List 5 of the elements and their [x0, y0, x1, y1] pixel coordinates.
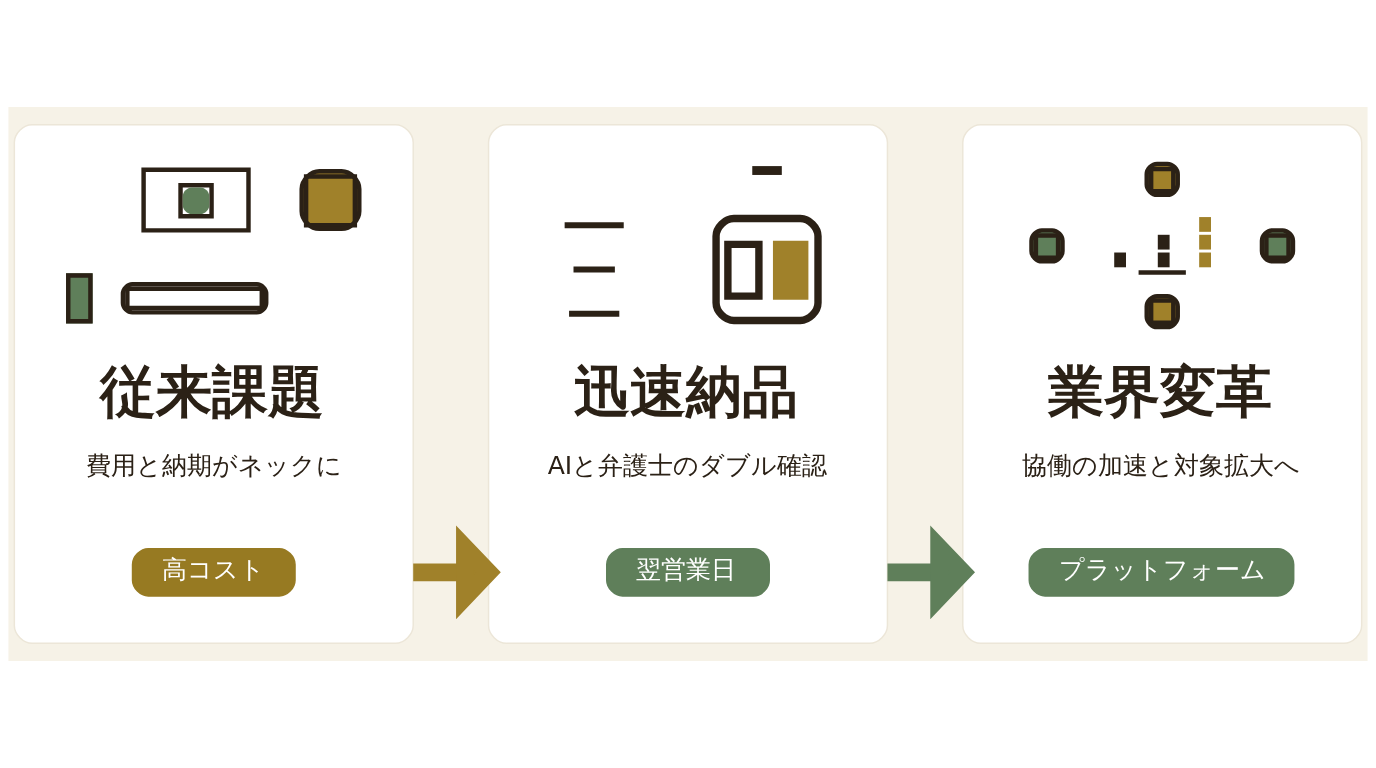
- arrow: [413, 525, 501, 620]
- arrow: [887, 525, 976, 620]
- node-box: プラットフォーム: [1028, 548, 1295, 597]
- node-box: 翌営業日: [606, 548, 770, 597]
- node-box: 高コスト: [131, 548, 296, 597]
